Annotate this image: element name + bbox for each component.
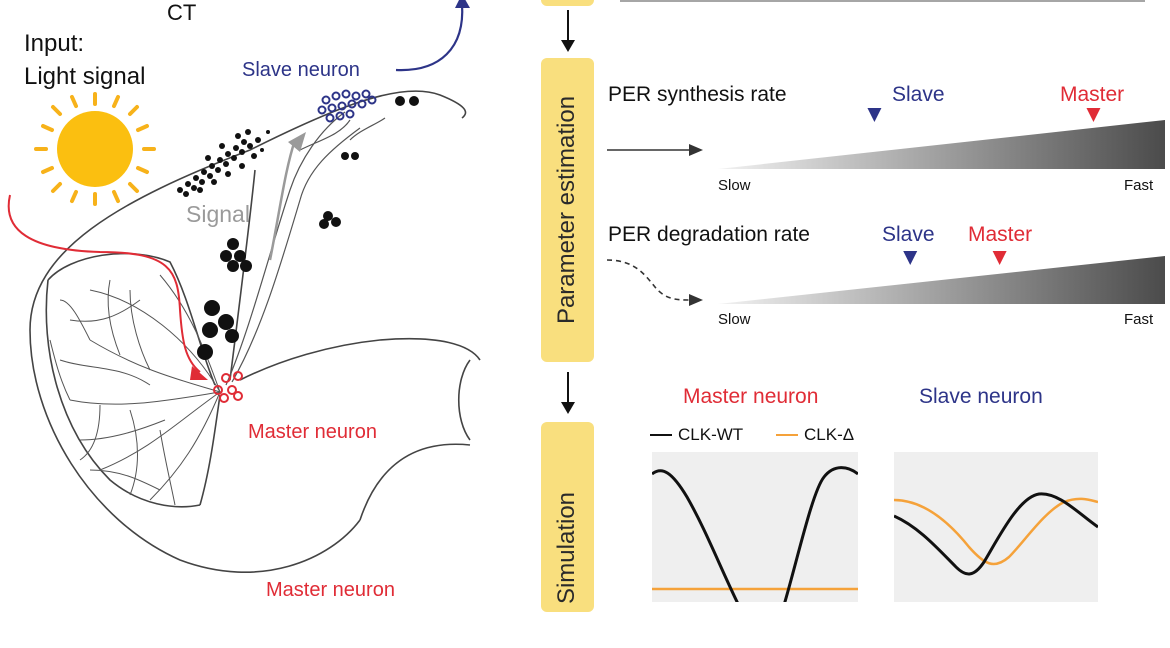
figure: CT Input: Light signal Slave neuron Sign…	[7, 0, 1165, 612]
degradation-arrow	[606, 259, 703, 306]
master-clk-wt-curve	[652, 466, 858, 602]
slave-simulation-panel	[894, 452, 1098, 602]
synthesis-title: PER synthesis rate	[608, 83, 787, 106]
synthesis-slave-marker	[867, 108, 882, 122]
degradation-title: PER degradation rate	[608, 223, 810, 246]
synthesis-slave-label: Slave	[892, 83, 945, 106]
synthesis-fast-label: Fast	[1124, 177, 1154, 194]
top-stage-box	[541, 0, 594, 6]
input-label: Input:	[24, 30, 85, 57]
brain-schematic	[7, 0, 481, 573]
sun-icon	[34, 92, 156, 206]
degradation-fast-label: Fast	[1124, 311, 1154, 328]
sim-master-title: Master neuron	[683, 385, 819, 408]
slave-neuron-label: Slave neuron	[242, 59, 360, 81]
degradation-rate-ramp	[718, 251, 1165, 304]
slave-neuron-cluster	[317, 89, 377, 123]
legend-wt-swatch	[650, 434, 672, 436]
master-simulation-panel	[652, 452, 858, 602]
parameter-estimation-box	[541, 58, 594, 362]
master-neuron-cluster	[213, 371, 243, 403]
large-neurons	[197, 96, 419, 360]
neuron-cluster	[177, 129, 270, 197]
synthesis-rate-ramp	[718, 108, 1165, 169]
degradation-slave-marker	[903, 251, 918, 265]
legend-wt-label: CLK-WT	[678, 425, 744, 444]
top-panel-edge	[620, 0, 1145, 2]
slave-clk-delta-curve	[894, 497, 1098, 566]
slave-clk-wt-curve	[894, 492, 1098, 576]
legend-delta-label: CLK-Δ	[804, 425, 855, 444]
projection-fibres	[225, 111, 386, 386]
signal-label: Signal	[186, 201, 250, 227]
simulation-box	[541, 422, 594, 612]
legend-delta-swatch	[776, 434, 798, 436]
synthesis-master-marker	[1086, 108, 1101, 122]
degradation-master-marker	[992, 251, 1007, 265]
light-signal-label: Light signal	[24, 63, 146, 90]
sim-slave-title: Slave neuron	[919, 385, 1043, 408]
synthesis-arrow	[607, 144, 703, 156]
synthesis-master-label: Master	[1060, 83, 1125, 106]
ct-label: CT	[167, 0, 197, 25]
degradation-slave-label: Slave	[882, 223, 935, 246]
parameter-estimation-label: Parameter estimation	[553, 95, 580, 325]
master-neuron-label: Master neuron	[248, 421, 377, 443]
simulation-label: Simulation	[553, 491, 580, 605]
workflow-arrows	[561, 10, 575, 414]
degradation-master-label: Master	[968, 223, 1033, 246]
dendrite-arbor	[49, 274, 221, 506]
brain-outline	[29, 90, 481, 573]
master-neuron-label-bottom: Master neuron	[266, 579, 395, 601]
degradation-slow-label: Slow	[718, 311, 751, 328]
synthesis-slow-label: Slow	[718, 177, 751, 194]
